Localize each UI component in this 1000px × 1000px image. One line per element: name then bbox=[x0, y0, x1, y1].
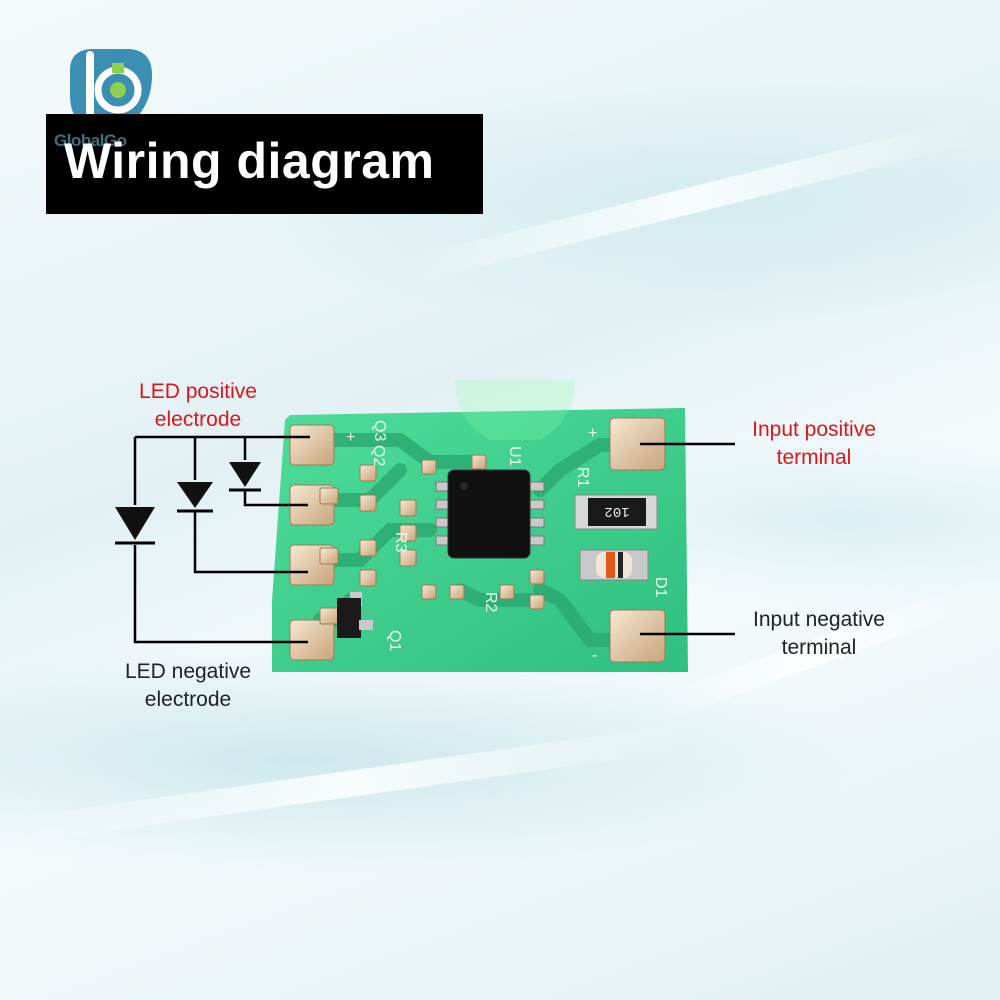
label-input-negative-line1: Input negative bbox=[753, 608, 885, 631]
ic-chip bbox=[435, 469, 545, 559]
label-led-negative-line2: electrode bbox=[144, 688, 232, 711]
diode-d1 bbox=[579, 549, 649, 581]
marking-q3: Q3 bbox=[371, 420, 388, 441]
marking-r2: R2 bbox=[482, 592, 499, 613]
transistor-q1 bbox=[337, 592, 373, 638]
marking-r1: R1 bbox=[574, 467, 591, 488]
marking-plus-right: + bbox=[588, 425, 597, 442]
marking-r3: R3 bbox=[392, 532, 409, 553]
led-wiring bbox=[133, 435, 735, 644]
label-input-negative-line2: terminal bbox=[781, 636, 857, 659]
label-led-negative-line1: LED negative bbox=[124, 660, 252, 683]
label-led-positive-line2: electrode bbox=[154, 408, 242, 431]
label-led-negative: LED negative electrode bbox=[108, 658, 268, 714]
label-led-positive: LED positive electrode bbox=[118, 378, 278, 434]
smd-pads bbox=[319, 454, 545, 625]
title-banner bbox=[46, 114, 483, 214]
label-led-positive-line1: LED positive bbox=[139, 380, 257, 403]
label-input-positive: Input positive terminal bbox=[733, 416, 895, 472]
resistor-code: 102 bbox=[604, 503, 629, 519]
brand-logo-icon bbox=[70, 49, 152, 136]
marking-d1: D1 bbox=[652, 577, 669, 598]
watermark-logo-icon bbox=[455, 380, 575, 440]
resistor-102 bbox=[574, 494, 658, 530]
page-title: Wiring diagram bbox=[64, 133, 435, 189]
marking-q1: Q1 bbox=[386, 630, 403, 651]
label-input-positive-line1: Input positive bbox=[752, 418, 876, 441]
marking-minus-right: - bbox=[592, 647, 597, 664]
led-symbol-3 bbox=[229, 462, 261, 492]
brand-name: GlobalGo bbox=[54, 131, 127, 150]
label-input-positive-line2: terminal bbox=[776, 446, 852, 469]
led-symbol-1 bbox=[115, 507, 155, 545]
marking-plus-left: + bbox=[346, 429, 355, 446]
label-input-negative: Input negative terminal bbox=[733, 606, 905, 662]
marking-u1: U1 bbox=[506, 446, 523, 467]
marking-q2: Q2 bbox=[370, 445, 387, 466]
input-pads bbox=[609, 417, 666, 663]
led-symbol-2 bbox=[177, 482, 213, 513]
